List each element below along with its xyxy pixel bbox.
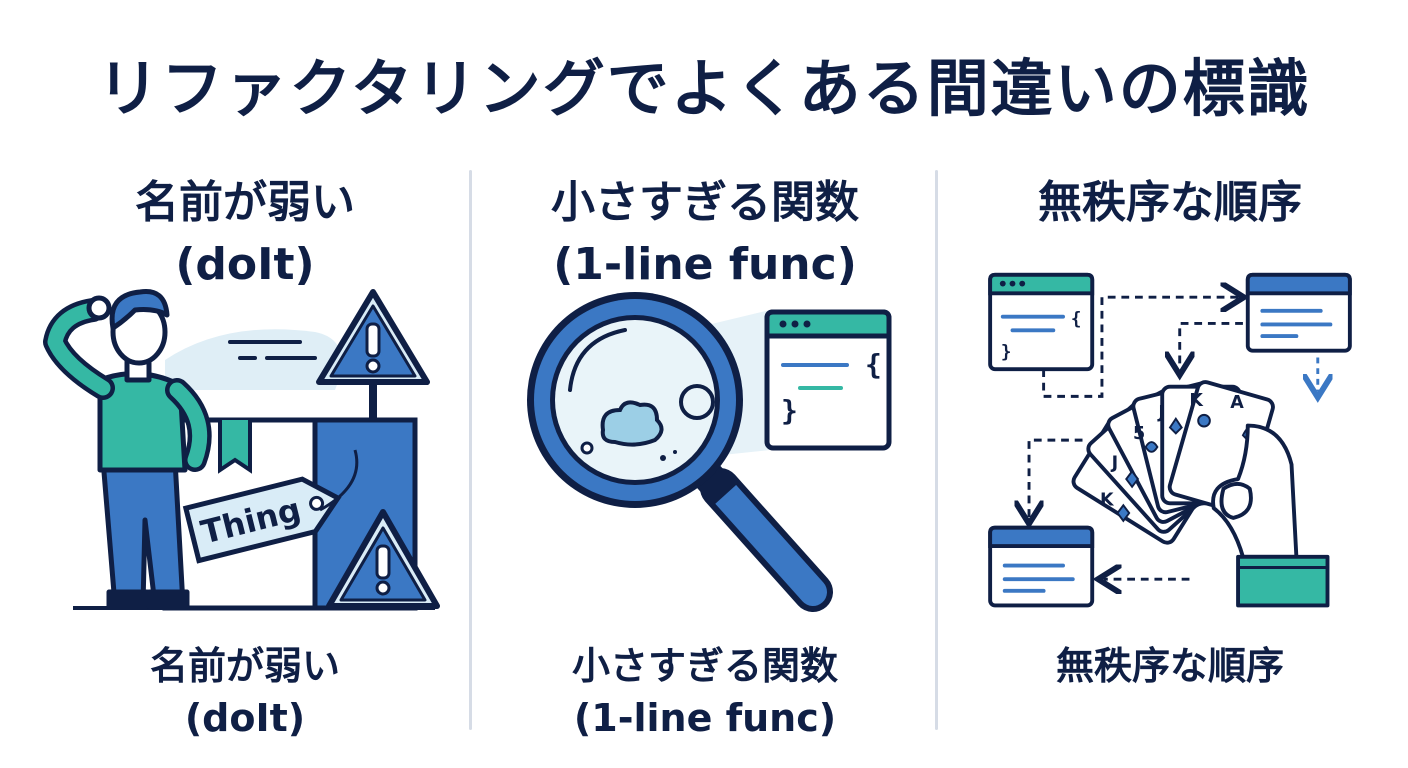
column-divider-1: [469, 170, 472, 730]
card-rank: J: [1157, 403, 1165, 423]
caption-line-1: 名前が弱い: [149, 644, 340, 688]
code-brace-open: {: [865, 348, 882, 381]
section-tiny-functions: 小さすぎる関数 (1-line func) { }: [475, 0, 935, 768]
name-tag-icon: Thing: [182, 476, 342, 564]
card-rank: J: [1111, 453, 1119, 473]
caption-line-1: 小さすぎる関数: [571, 644, 838, 688]
code-brace-open: {: [1071, 309, 1082, 329]
card-rank: 5: [1133, 424, 1145, 444]
page-title: リファクタリングでよくある間違いの標識: [97, 52, 1311, 125]
code-brace-close: }: [1001, 343, 1012, 363]
caption-line-1: 無秩序な順序: [1055, 644, 1284, 688]
code-brace-close: }: [781, 394, 798, 427]
caption-line-2: (1-line func): [573, 696, 837, 740]
warning-sign-icon: [316, 289, 430, 420]
heading-line-1: 無秩序な順序: [1038, 177, 1302, 228]
heading-line-2: (doIt): [175, 239, 315, 290]
dashed-arrow-icon: [1029, 297, 1243, 579]
code-window-icon: [988, 525, 1095, 608]
disordered-illustration: { }: [988, 272, 1352, 608]
hand-icon: [1211, 423, 1330, 608]
section-caption: 小さすぎる関数 (1-line func): [475, 640, 935, 744]
heading-line-1: 名前が弱い: [135, 177, 355, 228]
confused-person-icon: [43, 288, 212, 609]
heading-line-1: 小さすぎる関数: [551, 177, 859, 228]
card-ranks: K J 5 J K A: [1100, 391, 1244, 510]
code-window-icon: [1245, 272, 1352, 353]
card-rank: K: [1100, 490, 1115, 510]
section-caption: 無秩序な順序: [940, 640, 1400, 692]
code-window-icon: { }: [764, 309, 892, 451]
section-weak-names: 名前が弱い (doIt) Thing: [15, 0, 475, 768]
column-divider-2: [935, 170, 938, 730]
section-caption: 名前が弱い (doIt): [15, 640, 475, 744]
heading-line-2: (1-line func): [553, 239, 857, 290]
weak-names-illustration: Thing: [43, 288, 440, 611]
code-window-icon: { }: [988, 272, 1095, 372]
motion-lines-icon: [228, 340, 317, 360]
section-disordered: 無秩序な順序 { }: [940, 0, 1400, 768]
card-rank: K: [1189, 391, 1204, 411]
section-heading: 名前が弱い (doIt): [15, 172, 475, 296]
card-rank: A: [1230, 393, 1244, 413]
warning-sign-icon: [326, 509, 440, 609]
magnifying-glass-icon: [527, 292, 833, 612]
tiny-functions-illustration: { }: [527, 292, 892, 612]
caption-line-2: (doIt): [184, 696, 306, 740]
section-heading: 無秩序な順序: [940, 172, 1400, 234]
section-heading: 小さすぎる関数 (1-line func): [475, 172, 935, 296]
